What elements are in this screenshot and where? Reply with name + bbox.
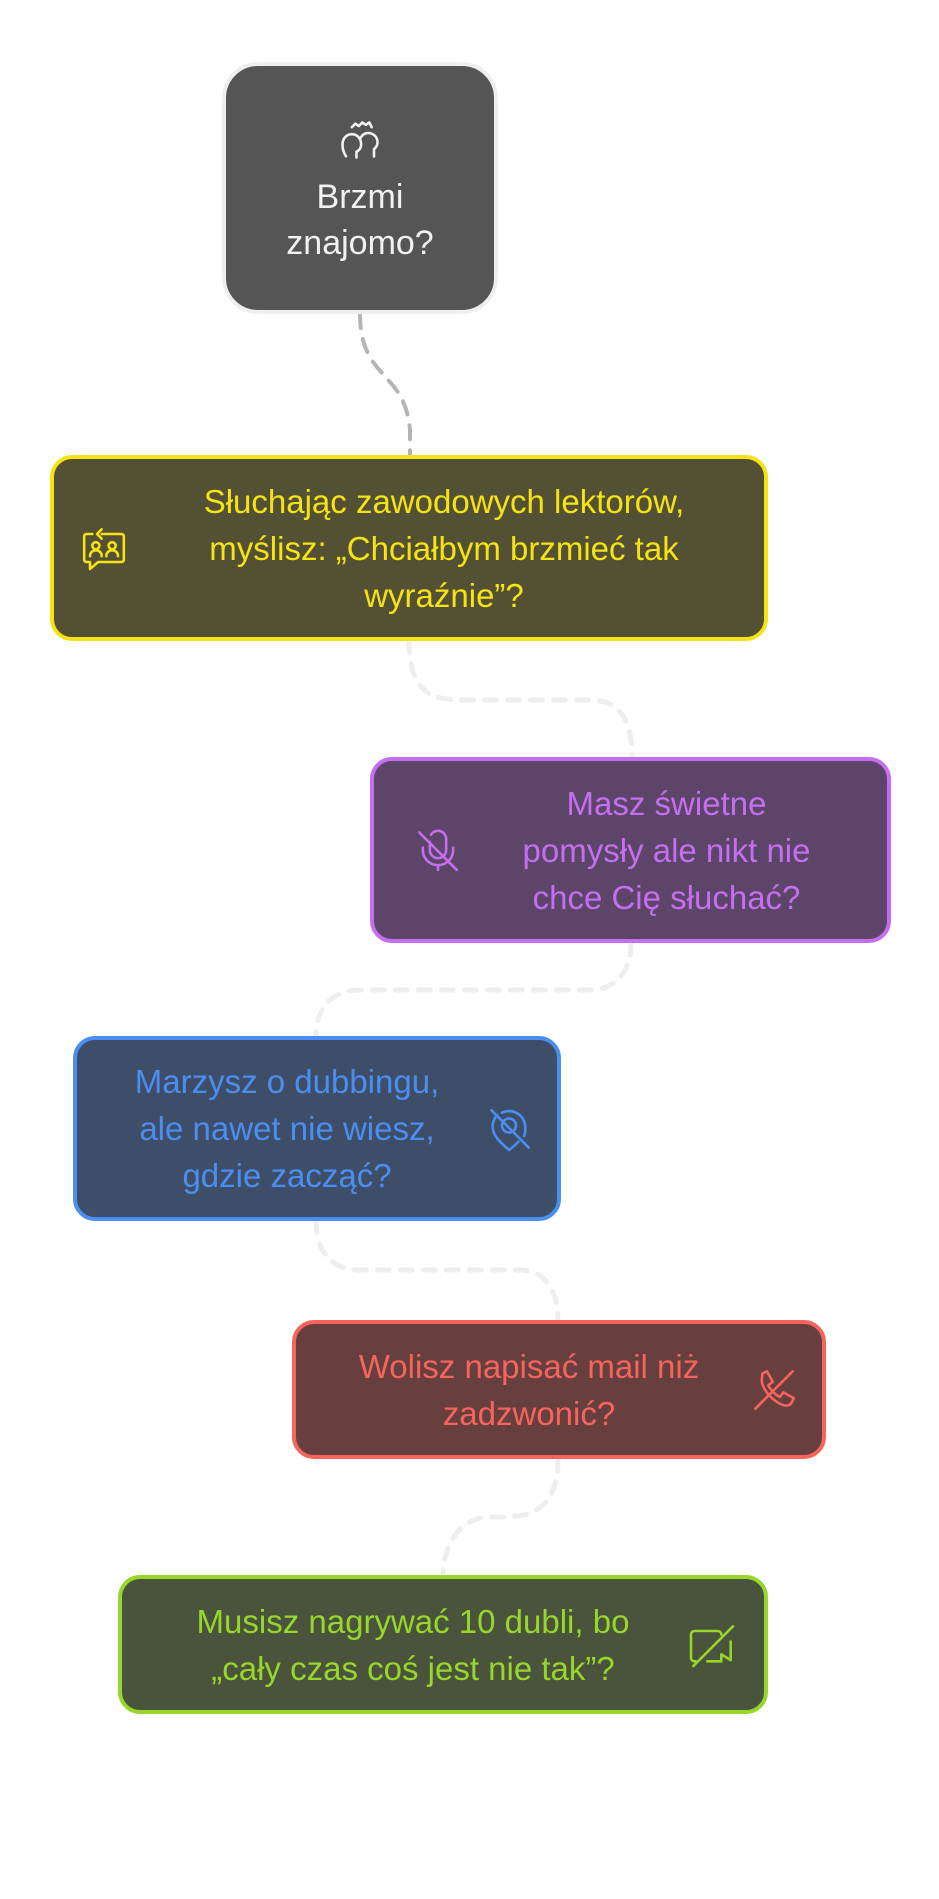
connector-n3-n4 (313, 1218, 561, 1323)
location-off-icon (479, 1099, 539, 1159)
node-10-dubli: Musisz nagrywać 10 dubli, bo „cały czas … (118, 1575, 768, 1714)
label-line: „cały czas coś jest nie tak”? (211, 1649, 615, 1687)
node-label: Brzmi znajomo? (286, 174, 433, 266)
label-line: znajomo? (286, 224, 434, 262)
connector-n2-n3 (313, 940, 634, 1039)
node-label: Marzysz o dubbingu, ale nawet nie wiesz,… (95, 1058, 479, 1199)
label-line: Wolisz napisać mail niż (358, 1347, 700, 1385)
node-marzysz-o-dubbingu: Marzysz o dubbingu, ale nawet nie wiesz,… (73, 1036, 561, 1221)
node-label: Masz świetne pomysły ale nikt nie chce C… (468, 780, 865, 921)
connector-n1-n2 (406, 638, 635, 760)
connector-n4-n5 (440, 1456, 561, 1578)
label-line: Marzysz o dubbingu, (134, 1063, 440, 1100)
node-label: Musisz nagrywać 10 dubli, bo „cały czas … (144, 1598, 682, 1692)
microphone-off-icon (408, 820, 468, 880)
label-line: myślisz: „Chciałbym brzmieć tak (209, 529, 679, 567)
node-sluchajac-lektorow: Słuchając zawodowych lektorów, myślisz: … (50, 455, 768, 641)
people-thinking-icon (330, 110, 390, 170)
node-swietne-pomysly: Masz świetne pomysły ale nikt nie chce C… (370, 757, 891, 943)
label-line: pomysły ale nikt nie (522, 831, 811, 869)
label-line: wyraźnie”? (364, 576, 524, 614)
label-line: Masz świetne (566, 784, 767, 822)
connector-n0-n1 (358, 312, 412, 457)
node-label: Wolisz napisać mail niż zadzwonić? (314, 1343, 744, 1437)
label-line: Brzmi (316, 178, 404, 216)
label-line: chce Cię słuchać? (532, 878, 801, 916)
label-line: ale nawet nie wiesz, (139, 1110, 435, 1147)
video-off-icon (682, 1615, 742, 1675)
label-line: gdzie zacząć? (182, 1157, 392, 1194)
node-label: Słuchając zawodowych lektorów, myślisz: … (144, 478, 744, 619)
node-brzmi-znajomo: Brzmi znajomo? (222, 62, 498, 314)
node-wolisz-mail: Wolisz napisać mail niż zadzwonić? (292, 1320, 826, 1459)
chat-swap-users-icon (74, 518, 134, 578)
phone-off-icon (744, 1360, 804, 1420)
label-line: Musisz nagrywać 10 dubli, bo (196, 1602, 630, 1640)
label-line: zadzwonić? (442, 1394, 616, 1432)
label-line: Słuchając zawodowych lektorów, (203, 482, 685, 520)
